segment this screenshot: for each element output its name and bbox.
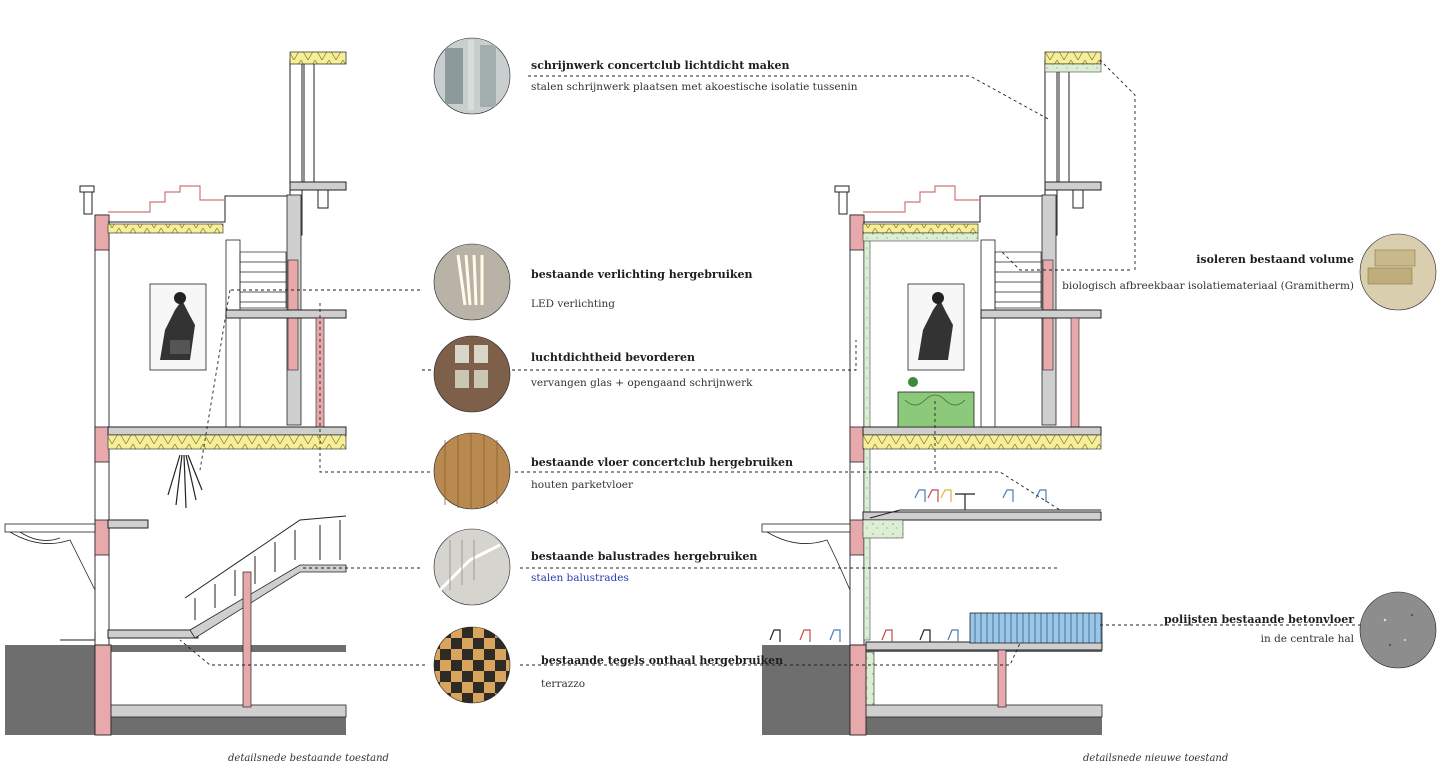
wood-parquet-photo-icon — [433, 432, 511, 510]
caption-new-section: detailsnede nieuwe toestand — [1083, 753, 1229, 764]
mural-new — [907, 283, 965, 371]
cafe-chairs-upper — [914, 489, 1047, 510]
stair-balustrade-photo-icon — [433, 528, 511, 606]
callout-subtitle-balustrades: stalen balustrades — [531, 572, 629, 584]
cafe-chairs-ground — [769, 629, 959, 642]
entrance-canopy — [4, 523, 96, 591]
callout-title-verlichting: bestaande verlichting hergebruiken — [531, 268, 753, 281]
left-section-existing — [4, 51, 347, 736]
callout-title-luchtdicht: luchtdichtheid bevorderen — [531, 351, 695, 364]
caption-existing-section: detailsnede bestaande toestand — [228, 753, 389, 764]
foundation-wall — [94, 644, 112, 736]
glazed-window-photo-icon — [433, 335, 511, 413]
concertclub-floor — [107, 426, 347, 436]
callout-title-tegels: bestaande tegels onthaal hergebruiken — [541, 654, 784, 667]
window-frame-photo-icon — [433, 37, 511, 115]
callout-subtitle-verlichting: LED verlichting — [531, 298, 615, 310]
basement-slab — [104, 704, 347, 718]
leader-lines — [179, 59, 1365, 666]
callout-title-betonvloer: polijsten bestaande betonvloer — [1163, 613, 1354, 626]
led-tubes-photo-icon — [433, 243, 511, 321]
container-bar — [969, 612, 1103, 644]
polished-concrete-photo-icon — [1359, 591, 1437, 669]
thumbnails — [433, 37, 1437, 704]
bar-counter — [897, 377, 975, 428]
right-section-new — [761, 51, 1103, 736]
stair-balustrade-existing — [184, 515, 347, 620]
callout-subtitle-luchtdicht: vervangen glas + opengaand schrijnwerk — [531, 377, 753, 389]
basement-void — [110, 652, 346, 707]
callout-subtitle-schrijnwerk: stalen schrijnwerk plaatsen met akoestis… — [531, 81, 858, 93]
callout-title-balustrades: bestaande balustrades hergebruiken — [531, 550, 758, 563]
callout-title-schrijnwerk: schrijnwerk concertclub lichtdicht maken — [531, 59, 790, 72]
callout-title-vloer: bestaande vloer concertclub hergebruiken — [531, 456, 794, 469]
chandelier — [167, 454, 203, 509]
leader-line-tails — [199, 289, 231, 471]
callout-subtitle-vloer: houten parketvloer — [531, 479, 634, 491]
callout-subtitle-tegels: terrazzo — [541, 678, 586, 690]
roof-insulation — [107, 223, 224, 234]
insulation-blocks-photo-icon — [1359, 233, 1437, 311]
terrazzo-tiles-photo-icon — [433, 626, 511, 704]
callout-subtitle-betonvloer: in de centrale hal — [1260, 633, 1354, 645]
mural — [149, 283, 207, 371]
callout-subtitle-isoleren: biologisch afbreekbaar isolatiemateriaal… — [1062, 280, 1354, 292]
callout-title-isoleren: isoleren bestaand volume — [1196, 253, 1354, 266]
